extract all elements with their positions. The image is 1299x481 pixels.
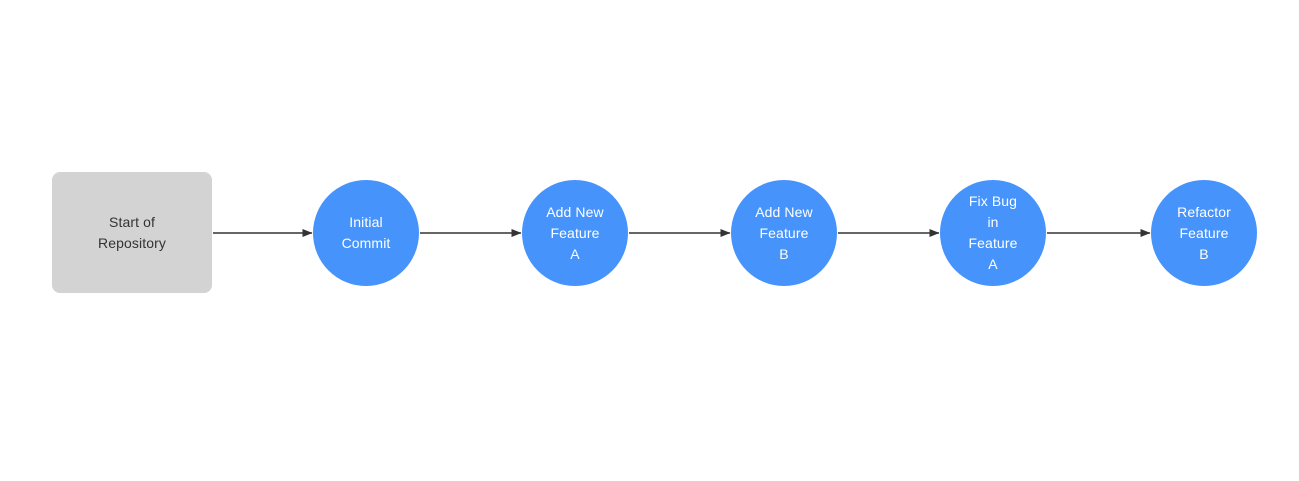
node-refactor-feature-b[interactable]: Refactor Feature B — [1151, 180, 1257, 286]
node-add-new-feature-a[interactable]: Add New Feature A — [522, 180, 628, 286]
node-label-fix-bug-in-feature-a: Fix Bug in Feature A — [968, 193, 1018, 272]
node-label-add-new-feature-b: Add New Feature B — [755, 203, 813, 262]
node-label-add-new-feature-a: Add New Feature A — [546, 203, 604, 262]
node-label-initial-commit: Initial Commit — [341, 214, 391, 251]
node-initial-commit[interactable]: Initial Commit — [313, 180, 419, 286]
node-add-new-feature-b[interactable]: Add New Feature B — [731, 180, 837, 286]
node-label-start-of-repository: Start of Repository — [98, 213, 166, 251]
node-fix-bug-in-feature-a[interactable]: Fix Bug in Feature A — [940, 180, 1046, 286]
node-label-refactor-feature-b: Refactor Feature B — [1177, 203, 1231, 262]
node-start-of-repository[interactable]: Start of Repository — [52, 172, 212, 293]
